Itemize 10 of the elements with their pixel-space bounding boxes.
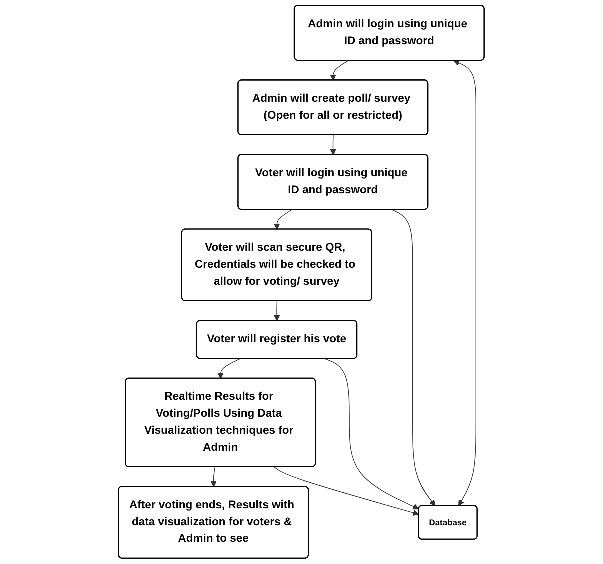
arrow bbox=[218, 358, 241, 379]
arrow bbox=[210, 466, 217, 488]
arrow bbox=[454, 60, 476, 506]
arrow bbox=[330, 135, 336, 156]
arrow bbox=[324, 358, 420, 510]
arrow bbox=[274, 300, 280, 322]
arrow bbox=[330, 60, 349, 81]
arrow bbox=[274, 466, 420, 516]
arrow bbox=[274, 210, 292, 230]
arrow bbox=[392, 210, 436, 506]
